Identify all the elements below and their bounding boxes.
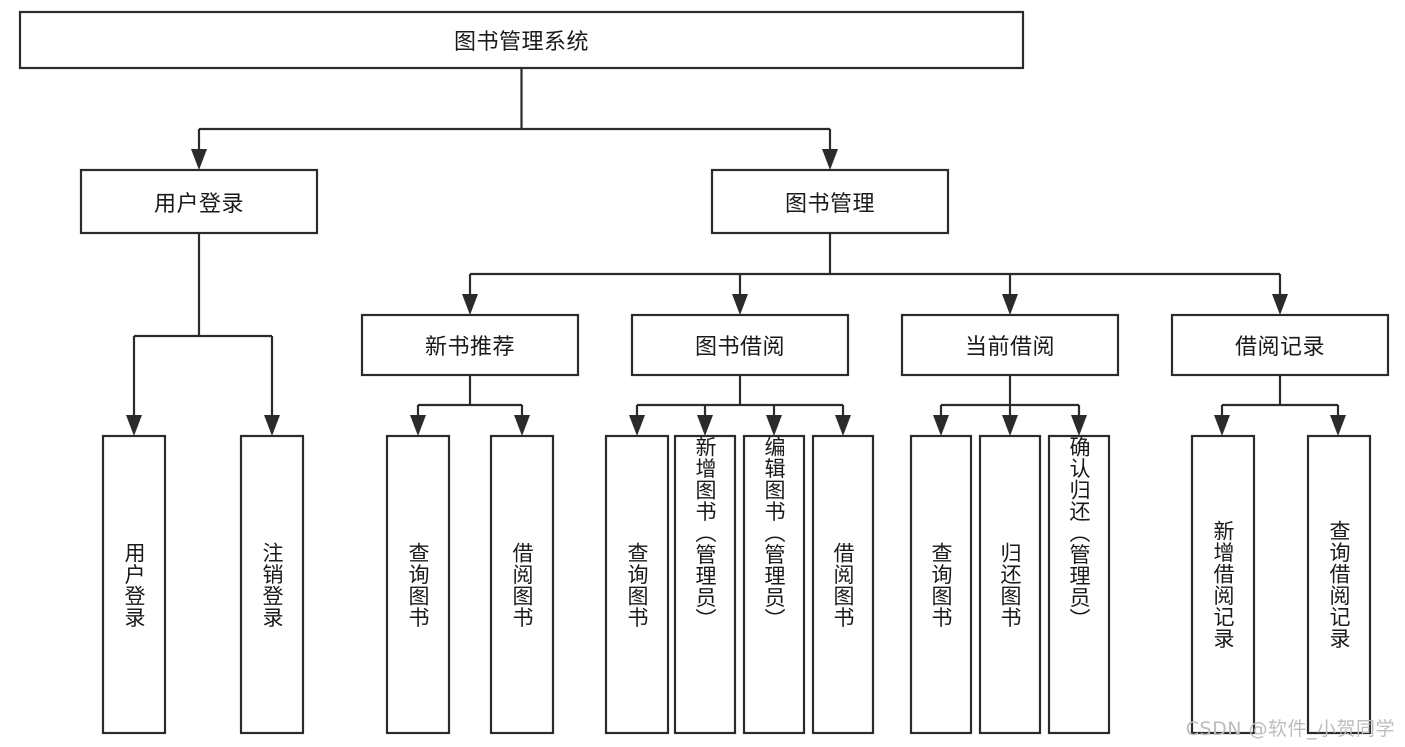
node-box-leaf9[interactable]	[909, 434, 973, 735]
node-box-borrow[interactable]	[630, 313, 850, 377]
node-box-leaf7[interactable]	[742, 434, 806, 735]
node-box-leaf11[interactable]	[1047, 434, 1111, 735]
connector-root-to-level2	[191, 68, 838, 170]
node-box-leaf10[interactable]	[978, 434, 1042, 735]
node-box-records[interactable]	[1170, 313, 1390, 377]
node-box-leaf5[interactable]	[604, 434, 670, 735]
node-box-leaf6[interactable]	[673, 434, 737, 735]
node-box-bookmgmt[interactable]	[710, 168, 950, 235]
node-box-root[interactable]	[18, 10, 1025, 70]
node-box-leaf1[interactable]	[101, 434, 167, 735]
node-box-newbook[interactable]	[360, 313, 580, 377]
connector-borrow-to-leaves	[629, 375, 851, 436]
node-box-login[interactable]	[79, 168, 319, 235]
node-box-leaf12[interactable]	[1190, 434, 1256, 735]
node-box-leaf4[interactable]	[489, 434, 555, 735]
node-box-leaf3[interactable]	[385, 434, 451, 735]
connector-records-to-leaves	[1214, 375, 1346, 436]
connector-login-to-leaves	[126, 233, 280, 436]
node-box-leaf8[interactable]	[811, 434, 875, 735]
node-box-leaf2[interactable]	[239, 434, 305, 735]
connector-current-to-leaves	[933, 375, 1087, 436]
node-box-leaf13[interactable]	[1306, 434, 1372, 735]
node-box-current[interactable]	[900, 313, 1120, 377]
connector-bookmgmt-to-level3	[462, 233, 1288, 315]
connector-newbook-to-leaves	[410, 375, 530, 436]
